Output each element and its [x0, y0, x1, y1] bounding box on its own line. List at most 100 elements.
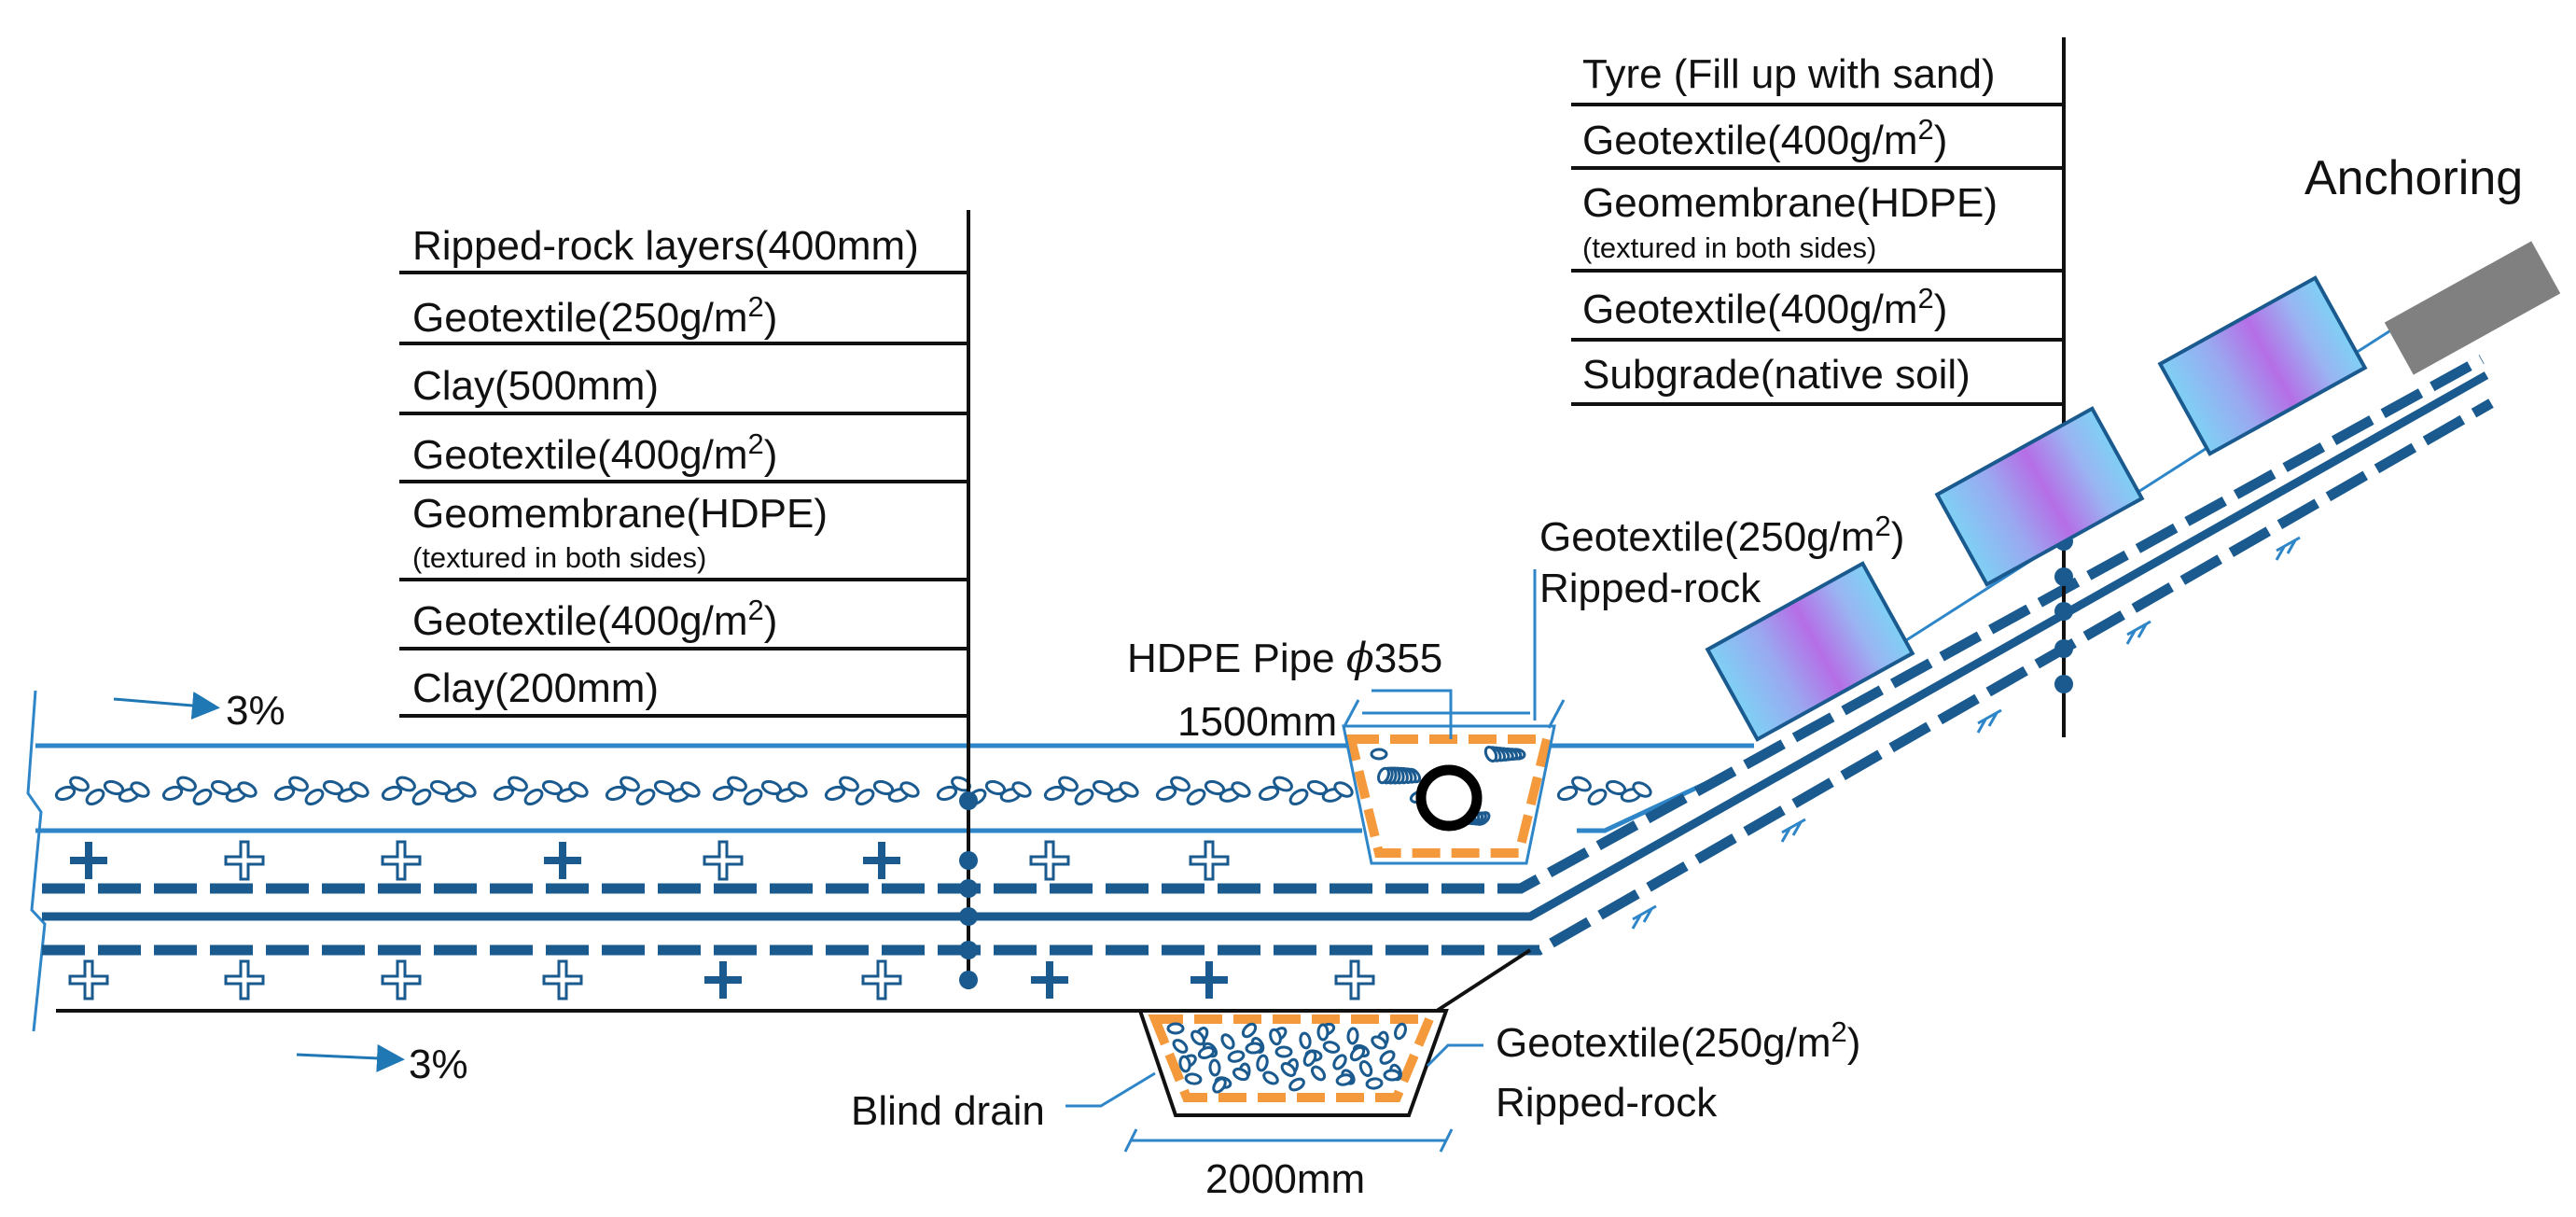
node-dot-icon — [959, 879, 978, 898]
node-dot-icon — [959, 941, 978, 959]
node-dot-icon — [959, 851, 978, 870]
rock-cluster-icon — [1299, 1031, 1312, 1050]
cross-marker-icon — [381, 959, 422, 1000]
rock-cluster-icon — [1191, 1029, 1205, 1046]
subgrade-hatch-icon — [2275, 536, 2301, 561]
right-legend-item-5: Subgrade(native soil) — [1582, 352, 1970, 398]
rock-cluster-icon — [1274, 1045, 1293, 1058]
cross-marker-icon — [704, 961, 742, 999]
rock-cluster-icon — [1212, 1077, 1227, 1094]
subgrade-hatch-icon — [1780, 818, 1806, 843]
subgrade-hatch-icon — [1631, 904, 1657, 930]
cross-marker-icon — [544, 842, 581, 879]
rock-cluster-icon — [1258, 776, 1354, 806]
subgrade-hatch-icon — [2125, 620, 2151, 645]
rock-cluster-icon — [1256, 1054, 1269, 1072]
left-legend: Ripped-rock layers(400mm) Geotextile(250… — [399, 223, 968, 718]
anchoring-label: Anchoring — [2304, 151, 2523, 205]
cross-marker-icon — [70, 842, 107, 879]
tyre-3 — [2157, 275, 2368, 456]
rock-cluster-icon — [273, 776, 369, 806]
rock-cluster-icon — [1197, 1045, 1216, 1060]
cross-marker-icon — [1191, 961, 1228, 999]
rock-cluster-icon — [1262, 1070, 1279, 1085]
blind-drain-label: Blind drain — [851, 1088, 1045, 1134]
rock-cluster-icon — [1269, 1028, 1282, 1046]
node-dot-icon — [2054, 639, 2073, 658]
rock-cluster-icon — [1241, 1022, 1258, 1039]
right-legend-item-4: Geotextile(400g/m2) — [1582, 282, 1947, 332]
rock-cluster-icon — [161, 776, 258, 806]
node-dot-icon — [2054, 602, 2073, 621]
rock-cluster-icon — [1349, 1045, 1366, 1062]
slope-arrow-icon — [113, 692, 220, 720]
cross-marker-icon — [224, 840, 265, 881]
rock-cluster-icon — [1371, 1035, 1387, 1050]
ripped-rock-layer — [54, 776, 1652, 806]
rock-cluster-icon — [1370, 748, 1388, 761]
left-legend-item-7: Clay(200mm) — [412, 665, 659, 711]
left-legend-item-6: Geotextile(400g/m2) — [412, 594, 777, 644]
cross-marker-icon — [863, 842, 900, 879]
slope-arrow-icon — [296, 1043, 405, 1072]
left-legend-item-2: Geotextile(250g/m2) — [412, 290, 777, 341]
node-dot-icon — [959, 971, 978, 989]
geotextile-250-line — [1577, 776, 1719, 833]
right-legend-item-3: Geomembrane(HDPE) — [1582, 180, 1998, 226]
node-dot-icon — [2054, 567, 2073, 586]
geotextile-400-upper-line — [42, 355, 2485, 894]
rock-cluster-icon — [1556, 776, 1652, 806]
tyre-1 — [1705, 561, 1915, 742]
rock-cluster-icon — [712, 776, 808, 806]
floor-liner-layers — [35, 355, 2494, 1013]
cross-marker-icon — [861, 959, 902, 1000]
break-line-symbol — [26, 690, 47, 1032]
rock-cluster-icon — [1178, 1055, 1191, 1073]
rock-cluster-icon — [1332, 1054, 1347, 1070]
cross-marker-icon — [68, 959, 109, 1000]
rock-cluster-icon — [1483, 745, 1498, 763]
slope-top-label: 3% — [226, 688, 285, 734]
rock-cluster-icon — [1394, 1022, 1407, 1041]
rock-cluster-icon — [1377, 766, 1390, 785]
node-dot-icon — [959, 907, 978, 926]
right-legend-item-2: Geotextile(400g/m2) — [1582, 113, 1947, 163]
rock-cluster-icon — [1310, 1065, 1327, 1082]
right-legend: Tyre (Fill up with sand) Geotextile(400g… — [1571, 37, 2073, 737]
rock-cluster-icon — [1346, 1027, 1359, 1045]
cross-marker-icon — [1334, 959, 1375, 1000]
left-legend-item-1: Ripped-rock layers(400mm) — [412, 223, 919, 269]
rock-cluster-icon — [1220, 1033, 1235, 1050]
tyre-row — [1705, 275, 2427, 742]
pipe-trench — [1342, 724, 1556, 865]
tyre-2 — [1934, 406, 2145, 587]
rock-cluster-icon — [605, 776, 701, 806]
anchoring-block: Anchoring — [2304, 151, 2561, 375]
rock-cluster-icon — [1358, 1059, 1373, 1078]
rock-cluster-icon — [1316, 1023, 1330, 1042]
cross-marker-icon — [224, 959, 265, 1000]
rock-cluster-icon — [1166, 1022, 1185, 1035]
drain-width-label: 2000mm — [1205, 1156, 1365, 1202]
drain-rock-label: Ripped-rock — [1496, 1080, 1718, 1126]
rock-cluster-icon — [1302, 1050, 1317, 1067]
blind-drain: Geotextile(250g/m2) Ripped-rock Blind dr… — [851, 1009, 1860, 1202]
geomembrane-line — [42, 371, 2489, 921]
rock-cluster-icon — [1155, 776, 1251, 806]
subgrade-hatch-icon — [1976, 708, 2002, 734]
hdpe-pipe-label: HDPE Pipe ϕ355 — [1127, 635, 1442, 682]
clay-layer-markers — [68, 840, 1375, 1000]
rock-cluster-icon — [1335, 1073, 1354, 1086]
rock-cluster-icon — [1227, 1050, 1246, 1063]
rock-cluster-icon — [1365, 1077, 1384, 1090]
cross-marker-icon — [1031, 961, 1068, 999]
rock-cluster-icon — [824, 776, 920, 806]
subgrade-outline — [56, 948, 1532, 1013]
cross-marker-icon — [703, 840, 744, 881]
geotextile-400-lower-line — [42, 399, 2494, 956]
rock-cluster-icon — [1322, 1041, 1341, 1054]
rock-cluster-icon — [1184, 1072, 1203, 1085]
rock-cluster-icon — [1383, 1069, 1401, 1082]
slope-indicators: 3% 3% — [113, 688, 468, 1087]
